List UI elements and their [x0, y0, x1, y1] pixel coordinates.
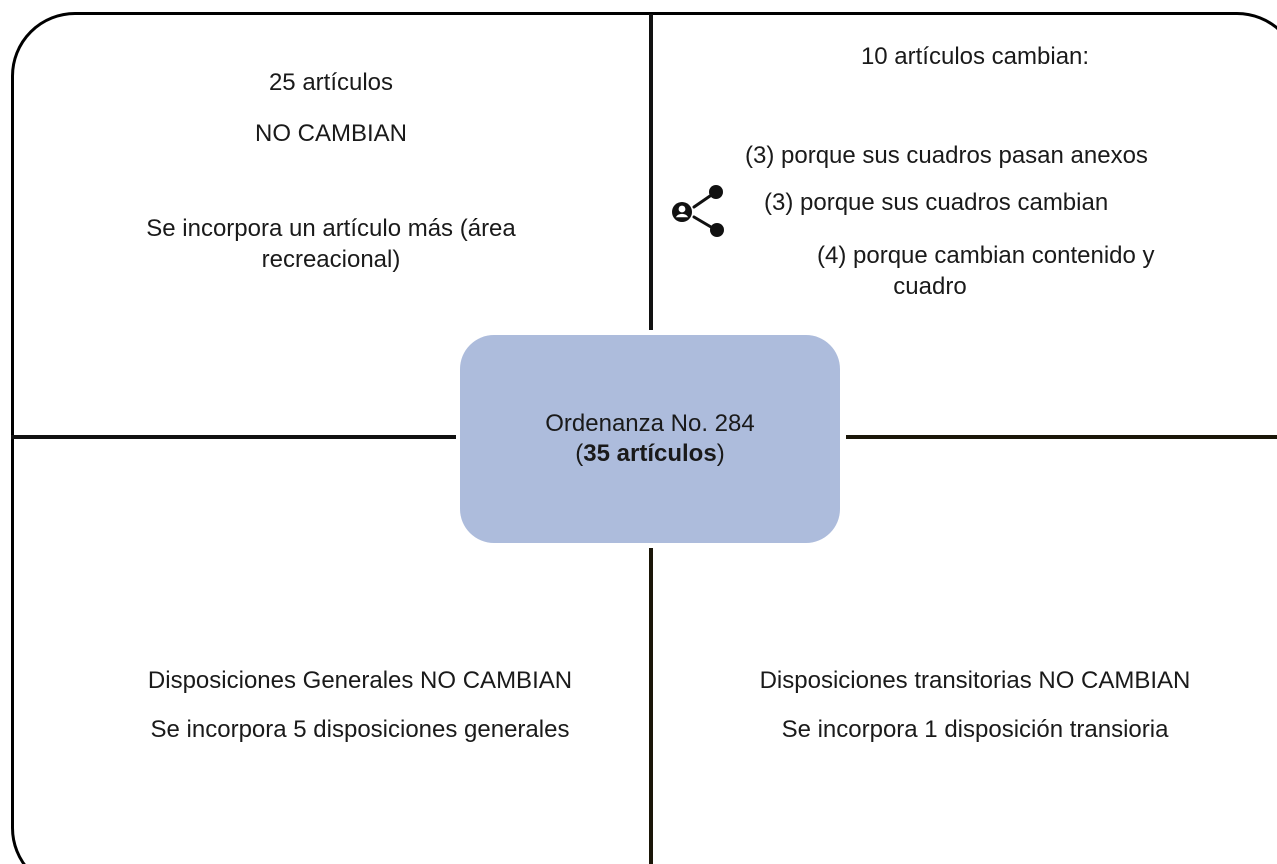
- bottom-left-line2: Se incorpora 5 disposiciones generales: [150, 716, 570, 743]
- center-subtitle: (35 artículos): [460, 439, 840, 469]
- top-right-item-3-line1: (4) porque cambian contenido y: [817, 242, 1155, 269]
- center-paren-close: ): [716, 440, 725, 467]
- top-left-count: 25 artículos: [268, 69, 394, 96]
- top-left-note-line1: Se incorpora un artículo más (área: [146, 215, 516, 242]
- center-paren-open: (: [575, 440, 584, 467]
- top-right-heading: 10 artículos cambian:: [860, 43, 1090, 70]
- divider-horizontal-right: [846, 435, 1277, 439]
- top-left-status: NO CAMBIAN: [254, 120, 407, 147]
- center-title: Ordenanza No. 284: [545, 410, 755, 437]
- divider-horizontal-left: [11, 435, 456, 439]
- divider-vertical-bottom: [649, 548, 653, 864]
- bottom-right-line2: Se incorpora 1 disposición transioria: [781, 716, 1169, 743]
- top-right-item-1: (3) porque sus cuadros pasan anexos: [745, 142, 1148, 169]
- share-person-icon: [670, 182, 732, 240]
- center-box: Ordenanza No. 284 (35 artículos): [460, 335, 840, 543]
- bottom-left-line1: Disposiciones Generales NO CAMBIAN: [147, 667, 573, 694]
- center-article-count: 35 artículos: [583, 440, 717, 467]
- divider-vertical-top: [649, 14, 653, 330]
- top-right-item-3-line2: cuadro: [893, 273, 967, 300]
- top-left-note-line2: recreacional): [261, 246, 401, 273]
- top-right-item-2: (3) porque sus cuadros cambian: [764, 189, 1109, 216]
- bottom-right-line1: Disposiciones transitorias NO CAMBIAN: [759, 667, 1191, 694]
